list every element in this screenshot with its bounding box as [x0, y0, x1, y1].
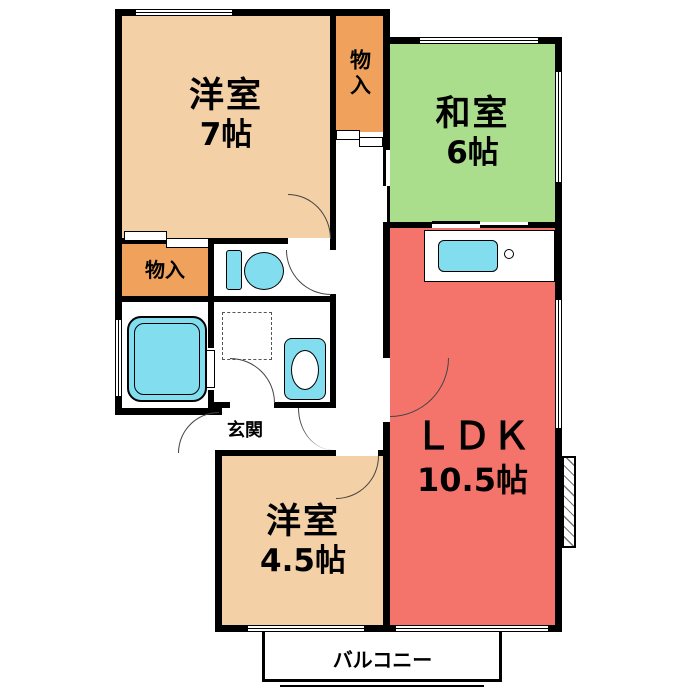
room-western-7: 洋室 7帖 — [122, 16, 330, 238]
balcony-wall-left — [262, 632, 265, 682]
window-western45-bottom — [248, 625, 364, 632]
window-ldk-balcony-door — [396, 625, 548, 632]
room-ldk-name: ＬＤＫ — [413, 414, 531, 459]
closet-top-door-leaf — [359, 137, 383, 147]
window-bath-left — [115, 320, 122, 396]
room-western-7-name: 洋室 — [188, 76, 263, 117]
closet-mid: 物入 — [122, 244, 208, 296]
room-western-45-name: 洋室 — [265, 501, 340, 542]
bath-door-leaf — [206, 350, 215, 388]
wall-top-step — [383, 9, 390, 44]
shutter-box — [562, 456, 576, 548]
room-ldk-size: 10.5帖 — [417, 461, 528, 499]
fusuma-door-mark — [383, 150, 386, 186]
kitchen-faucet-icon — [504, 249, 514, 259]
room-ldk — [390, 228, 555, 625]
room-ldk-label: ＬＤＫ 10.5帖 — [390, 402, 555, 514]
room-western-45-size: 4.5帖 — [260, 542, 346, 579]
toilet-tank-icon — [226, 250, 242, 290]
wall-left — [115, 9, 122, 415]
washroom-door-arc — [230, 358, 275, 403]
closet-top: 物入 — [336, 16, 383, 132]
bathtub-inner-line — [134, 323, 200, 395]
wall-mid-horizontal — [122, 296, 336, 302]
room-western-45: 洋室 4.5帖 — [222, 456, 384, 625]
washbasin-bowl-icon — [291, 350, 319, 390]
wall-western7-right — [330, 9, 336, 250]
balcony-label: バルコニー — [332, 647, 433, 672]
toilet-icon — [244, 252, 284, 290]
wall-corridor-right-b — [383, 222, 390, 358]
wall-bath-divider-b — [208, 390, 214, 408]
window-western7-top — [136, 9, 232, 16]
wall-genkan-top-a — [214, 402, 230, 408]
entrance-door-arc — [178, 412, 219, 453]
wall-japanese-ldk-b — [528, 222, 562, 228]
fusuma-door-mark — [387, 186, 390, 222]
room-japanese-6-name: 和室 — [435, 94, 510, 135]
closet-top-label: 物入 — [347, 49, 372, 99]
japanese-ldk-sliding-door — [432, 221, 480, 224]
wall-lower-left-a — [215, 408, 222, 414]
closet-mid-door-leaf — [166, 238, 209, 248]
washing-machine-space — [222, 312, 272, 360]
balcony-wall-bottom — [262, 679, 502, 682]
wall-corridor-right-a — [383, 44, 390, 150]
genkan-label: 玄関 — [227, 420, 263, 441]
balcony-wall-right — [499, 632, 502, 682]
wall-corridor-right-c — [383, 422, 390, 632]
wall-genkan-bottom-a — [215, 450, 336, 456]
genkan-step-line — [298, 408, 333, 450]
kitchen-sink-icon — [438, 240, 498, 272]
japanese-ldk-sliding-door — [480, 225, 528, 228]
wall-bath-divider-a — [208, 238, 214, 348]
window-ldk-right — [555, 300, 562, 428]
wall-japanese-ldk-a — [390, 222, 432, 228]
closet-top-door-leaf — [336, 130, 360, 140]
closet-mid-label: 物入 — [145, 258, 185, 282]
window-japanese-right — [555, 72, 562, 182]
room-japanese-6-size: 6帖 — [446, 135, 499, 172]
wall-bath-bottom — [115, 408, 222, 415]
wall-genkan-top-b — [274, 402, 336, 408]
room-western-7-size: 7帖 — [199, 117, 253, 154]
wall-lower-left-b — [215, 452, 222, 632]
room-japanese-6: 和室 6帖 — [390, 44, 555, 222]
toilet-door-arc — [286, 250, 331, 295]
window-japanese-top — [420, 37, 538, 44]
wall-corridor-left — [330, 294, 336, 408]
wall-top-left — [115, 9, 390, 16]
balcony-edge-line — [280, 685, 484, 687]
closet-mid-door-leaf — [124, 231, 167, 241]
